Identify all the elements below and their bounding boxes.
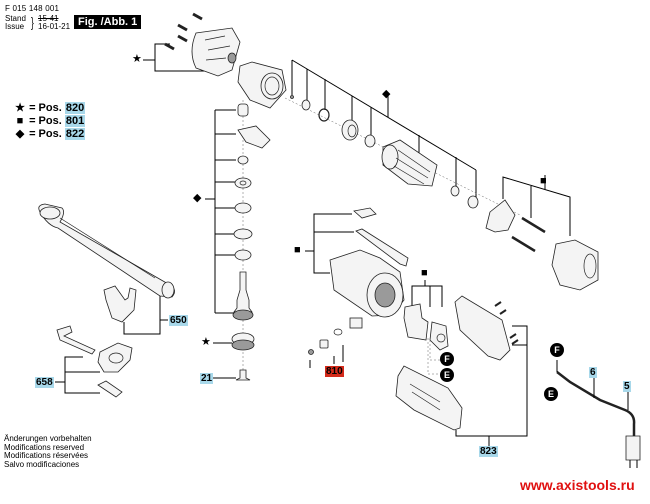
website-link[interactable]: www.axistools.ru [520,477,635,493]
part-label-6[interactable]: 6 [589,367,597,378]
figure-label: Fig. /Abb. 1 [74,15,142,29]
legend-position[interactable]: 801 [64,115,86,127]
star-icon: ★ [201,336,211,348]
bracket-650 [123,296,161,335]
square-icon: ■ [421,267,428,279]
gear-housing-flange [237,61,287,109]
diamond-group-bracket-armature [291,59,477,200]
legend-item-diamond: ◆ = Pos. 822 [14,128,86,140]
diamond-group-bracket-gear-stack [205,109,236,314]
housing-screws-823 [494,301,519,345]
square-icon: ■ [540,175,547,187]
note-de: Änderungen vorbehalten [4,434,92,443]
square-icon: ■ [16,115,24,127]
connector-f-cable: F [550,343,564,357]
auxiliary-handle [38,203,175,323]
legend-position[interactable]: 820 [64,102,86,114]
stator-parts [485,199,599,291]
document-number: F 015 148 001 [5,4,60,13]
switch-parts-810 [308,317,363,355]
square-group-bracket-housing [305,213,354,274]
connector-e-cable: E [544,387,558,401]
star-icon: ★ [132,53,142,65]
part-label-21[interactable]: 21 [200,373,214,384]
note-es: Salvo modificaciones [4,459,80,469]
part-label-5[interactable]: 5 [623,381,631,392]
part-label-650[interactable]: 650 [169,315,188,326]
legend-text: = Pos. [29,128,62,140]
legend-position[interactable]: 822 [64,128,86,140]
part-label-810[interactable]: 810 [325,366,344,377]
connector-f: F [440,352,454,366]
housing-screws [164,12,203,51]
diamond-icon: ◆ [15,128,25,140]
legend-text: = Pos. [29,102,62,114]
star-icon: ★ [15,102,25,114]
diamond-icon: ◆ [193,192,202,204]
part-label-658[interactable]: 658 [35,377,54,388]
motor-housing [329,207,409,318]
issue-label: Issue [5,22,25,31]
modification-notes: Änderungen vorbehalten Modifications res… [4,434,92,469]
legend-item-star: ★ = Pos. 820 [14,102,86,114]
connector-e: E [440,368,454,382]
star-group-bracket-top [143,43,206,72]
square-icon: ■ [294,244,301,256]
square-group-bracket-stator [502,175,571,236]
note-en: Modifications reserved [4,442,85,452]
part-label-823[interactable]: 823 [479,446,498,457]
bracket-658 [64,356,100,394]
power-cord [556,360,641,468]
stand-issue-labels: Stand Issue [5,15,26,31]
accessory-parts-658 [56,325,133,398]
note-fr: Modifications réservées [4,451,89,460]
brace-glyph: } [30,14,34,30]
gear-housing-cap [191,27,241,77]
issue-value: 16-01-21 [38,22,71,31]
armature-parts [284,95,521,216]
gear-stack-parts [231,100,271,381]
bracket-823 [455,325,528,437]
stand-issue-values: 15-41 16-01-21 [38,15,70,31]
stand-value: 15-41 [38,14,59,23]
diamond-icon: ◆ [382,88,391,100]
housing-shells-823 [395,295,511,431]
legend-item-square: ■ = Pos. 801 [14,115,86,127]
stand-label: Stand [5,14,26,23]
legend-text: = Pos. [29,115,62,127]
brush-holder-parts [403,303,449,375]
square-group-bracket-brush [411,280,443,307]
